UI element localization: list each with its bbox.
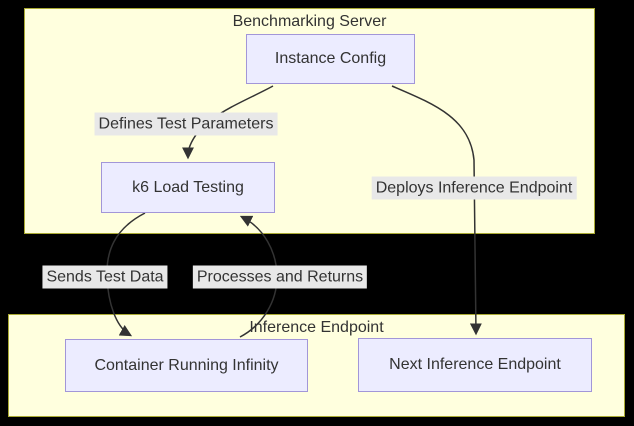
cluster-benchmarking-server-title: Benchmarking Server bbox=[232, 13, 387, 30]
node-k6-load-testing: k6 Load Testing bbox=[101, 162, 275, 213]
node-k6-load-testing-label: k6 Load Testing bbox=[132, 178, 244, 196]
edge-label-deploys-inference-endpoint: Deploys Inference Endpoint bbox=[371, 176, 577, 200]
edge-label-defines-test-parameters: Defines Test Parameters bbox=[94, 112, 278, 136]
node-next-inference-endpoint-label: Next Inference Endpoint bbox=[389, 356, 561, 373]
node-instance-config-label: Instance Config bbox=[274, 50, 387, 67]
cluster-inference-endpoint-title: Inference Endpoint bbox=[249, 319, 384, 336]
edge-label-processes-and-returns: Processes and Returns bbox=[192, 265, 368, 289]
node-next-inference-endpoint: Next Inference Endpoint bbox=[358, 338, 592, 392]
node-instance-config: Instance Config bbox=[246, 34, 415, 84]
node-container-running-infinity: Container Running Infinity bbox=[65, 339, 308, 392]
node-container-running-infinity-label: Container Running Infinity bbox=[94, 356, 279, 374]
edge-label-sends-test-data: Sends Test Data bbox=[42, 265, 168, 289]
